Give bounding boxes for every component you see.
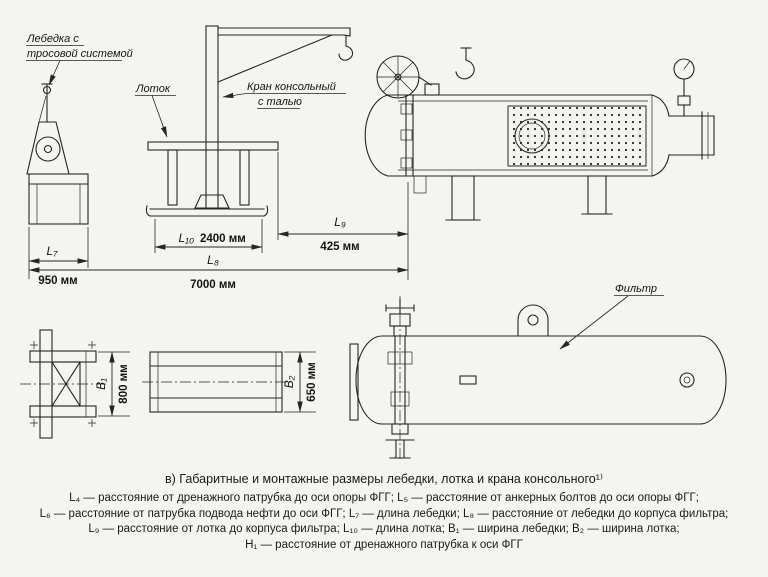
end-nozzle <box>679 372 695 388</box>
dimension-L9: L₉ 425 мм <box>277 152 409 280</box>
filter-label-text: Фильтр <box>615 283 657 295</box>
winch-plan-view <box>20 329 106 439</box>
shell-right-head <box>699 335 727 425</box>
legend-line-3: L₉ — расстояние от лотка до корпуса филь… <box>88 523 680 535</box>
legend-line-2: L₆ — расстояние от патрубка подвода нефт… <box>39 507 729 520</box>
filter-front-view <box>364 47 715 221</box>
L7-value: 950 мм <box>38 275 77 287</box>
figure-caption: в) Габаритные и монтажные размеры лебедк… <box>165 472 603 486</box>
tray-crane-view: Лоток Кран консольный с талью <box>135 25 354 217</box>
bottom-bracket <box>413 175 427 194</box>
dimension-L10: L₁₀ 2400 мм <box>154 219 263 253</box>
tray-dish-right-edge <box>263 205 269 217</box>
B2-label: B₂ <box>282 375 296 388</box>
winch-label-line1: Лебедка с <box>26 33 79 45</box>
B2-value: 650 мм <box>306 362 318 401</box>
lifting-lug <box>517 304 549 337</box>
crane-hook-icon <box>338 45 354 61</box>
anchor-bolt-marks <box>30 341 96 427</box>
winch-drum <box>35 136 61 162</box>
winch-front-view: Лебедка с тросовой системой <box>26 33 133 225</box>
perforated-basket <box>507 105 647 167</box>
pressure-gauge-icon <box>673 58 695 117</box>
vessel-leg-right <box>587 175 607 215</box>
tray-plan-view <box>142 351 292 413</box>
L7-label: L₇ <box>47 244 59 258</box>
dimension-B1: B₁ 800 мм <box>94 351 130 417</box>
shell-left-head <box>355 335 383 425</box>
drain-valve-assembly <box>385 296 415 462</box>
legend-line-4: H₁ — расстояние от дренажного патрубка к… <box>245 538 523 551</box>
column-foot <box>194 194 230 209</box>
hoist-pulley-icon <box>42 85 52 95</box>
tray-label: Лоток <box>135 83 176 138</box>
dimension-B2: B₂ 650 мм <box>282 351 318 413</box>
filter-label: Фильтр <box>559 283 664 350</box>
crane-label-line2: с талью <box>258 96 302 108</box>
crane-leader-arrow <box>222 92 247 99</box>
support-plate <box>349 343 359 421</box>
legend-line-1: L₄ — расстояние от дренажного патрубка д… <box>69 492 699 504</box>
tray-label-text: Лоток <box>135 83 171 95</box>
dimension-L8: L₈ 7000 мм <box>28 253 409 291</box>
tray-top-plate <box>147 141 279 151</box>
handwheel-icon <box>376 55 440 99</box>
legend: L₄ — расстояние от дренажного патрубка д… <box>0 491 768 553</box>
winch-leader-arrow <box>48 60 61 86</box>
B1-label: B₁ <box>94 378 108 390</box>
L10-value: 2400 мм <box>200 233 246 245</box>
tray-dish-left-edge <box>145 205 151 217</box>
filter-side-view: Фильтр <box>349 283 727 462</box>
L9-label: L₉ <box>334 215 346 229</box>
winch-label: Лебедка с тросовой системой <box>26 33 133 86</box>
L10-label: L₁₀ <box>178 231 194 245</box>
winch-base <box>28 173 89 225</box>
L8-label: L₈ <box>207 253 219 267</box>
technical-drawing: Лебедка с тросовой системой Лоток <box>20 25 727 462</box>
B1-value: 800 мм <box>118 364 130 403</box>
tray-leader-arrow <box>151 95 168 138</box>
filter-leader-arrow <box>559 295 629 350</box>
shell-detail <box>459 375 477 385</box>
vessel-leg-left <box>451 175 475 221</box>
dimension-L7: L₇ 950 мм <box>28 227 89 287</box>
L9-value: 425 мм <box>320 241 359 253</box>
vessel-left-head <box>364 94 389 177</box>
crane-label: Кран консольный с талью <box>222 81 346 109</box>
jib-brace <box>217 34 333 83</box>
manhole <box>514 118 550 154</box>
hook-icon <box>455 47 475 80</box>
L8-value: 7000 мм <box>190 279 236 291</box>
winch-frame <box>26 121 70 175</box>
winch-label-line2: тросовой системой <box>27 48 133 60</box>
crane-label-line1: Кран консольный <box>247 81 336 93</box>
